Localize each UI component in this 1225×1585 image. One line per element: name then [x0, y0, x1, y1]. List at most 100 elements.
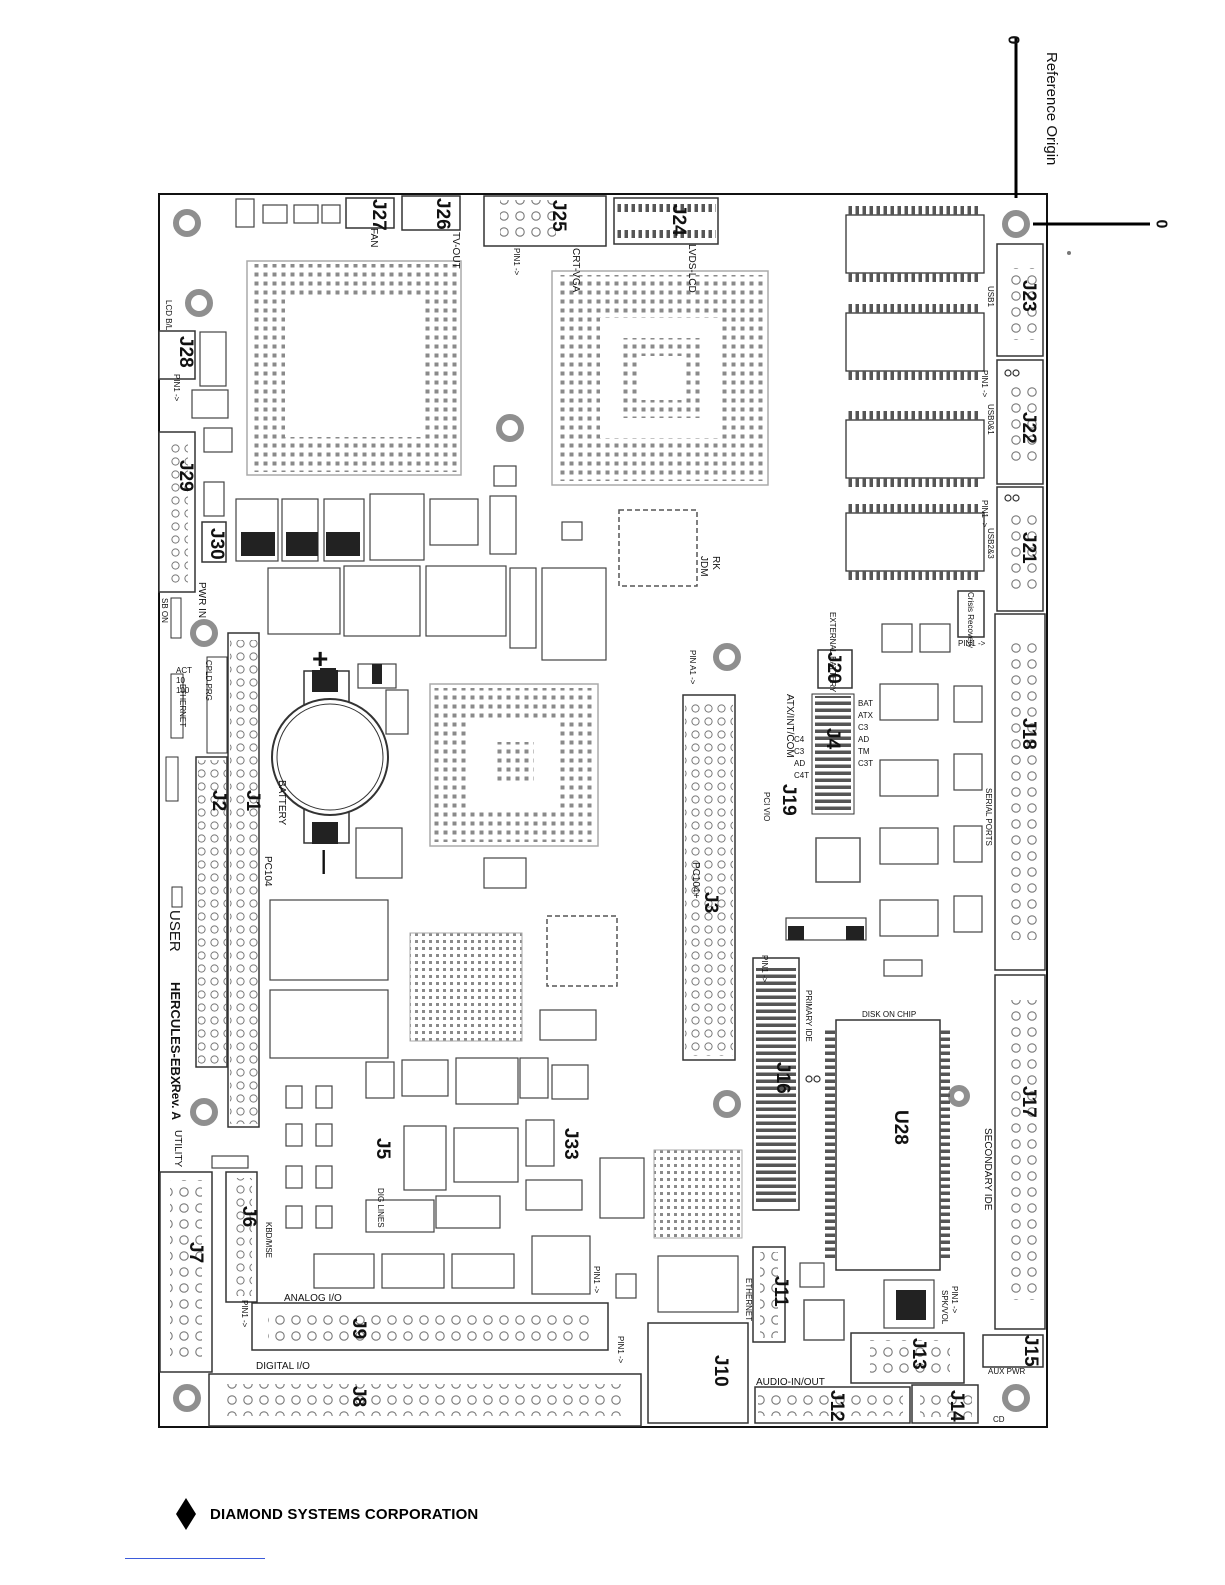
j27-body	[345, 197, 395, 229]
mount-hole	[496, 414, 524, 442]
j27-label: J27	[368, 199, 389, 231]
pin1-marker: PIN1 ->	[958, 639, 986, 648]
j4-atx: ATX	[858, 711, 873, 720]
battery	[271, 670, 389, 844]
dig-lines-label: DIG LINES	[376, 1188, 385, 1228]
j4-tm: TM	[858, 747, 870, 756]
j26-body	[401, 195, 461, 231]
footer-logo: DIAMOND SYSTEMS CORPORATION	[178, 1496, 478, 1532]
reference-dot	[1067, 251, 1071, 255]
diamond-logo-icon	[176, 1498, 196, 1530]
lvds-lcd-label: LVDS-LCD	[686, 244, 697, 293]
ethernet-led-labels: ACT 10 100	[176, 666, 192, 696]
j11-label: J11	[770, 1276, 791, 1307]
j4-c3: C3	[858, 723, 869, 732]
zero-y-label: 0	[1152, 219, 1170, 229]
pin1-marker: PIN1 ->	[592, 1266, 601, 1294]
crt-vga-label: CRT-VGA	[570, 248, 581, 293]
eth-100: 100	[176, 686, 190, 695]
j14-label: J14	[946, 1390, 967, 1422]
usb01-label: USB0&1	[986, 404, 995, 435]
j2-label: J2	[208, 790, 229, 812]
j4-c3t: C3T	[858, 759, 874, 768]
j4-jumper-block	[811, 693, 855, 815]
j3-label: J3	[700, 892, 721, 914]
j4-bat: BAT	[858, 699, 873, 708]
mount-hole	[173, 1384, 201, 1412]
pc104-headers	[195, 632, 736, 1128]
external-battery-label: EXTERNAL BATTERY	[828, 612, 837, 693]
j8-label: J8	[348, 1386, 369, 1408]
serial-ports-label: SERIAL PORTS	[984, 788, 993, 846]
mount-hole	[190, 1098, 218, 1126]
j7-label: J7	[185, 1242, 206, 1264]
j4-right-labels: BAT ATX C3 AD TM C3T	[858, 698, 873, 770]
j1-label: J1	[242, 790, 263, 812]
pin1-marker: PIN1 ->	[980, 370, 989, 398]
j4-c4: C4	[794, 735, 805, 744]
j16-label: J16	[772, 1062, 793, 1094]
j10-body	[647, 1322, 749, 1424]
cd-label: CD	[993, 1415, 1005, 1424]
j25-label: J25	[548, 200, 569, 232]
j30-label: J30	[206, 528, 227, 560]
j20-body	[817, 649, 853, 689]
j28-body	[158, 330, 196, 380]
mount-hole	[190, 619, 218, 647]
aux-pwr-label: AUX PWR	[988, 1367, 1026, 1376]
j6-label: J6	[238, 1206, 259, 1228]
eth-act: ACT	[176, 666, 192, 675]
pin1-marker: PIN1 ->	[172, 374, 181, 402]
j9-label: J9	[348, 1318, 369, 1340]
pin1-marker: PIN1 ->	[240, 1300, 249, 1328]
mount-hole	[713, 643, 741, 671]
tv-out-label: TV-OUT	[450, 232, 461, 269]
mounting-holes	[173, 209, 1030, 1412]
pin1-marker: PIN1 ->	[512, 248, 521, 276]
ethernet-port-label: ETHERNET	[744, 1278, 753, 1322]
sb-on-label: SB ON	[160, 598, 169, 623]
digital-io-label: DIGITAL I/O	[256, 1361, 310, 1372]
mount-hole	[1002, 1384, 1030, 1412]
reference-origin-label: Reference Origin	[1043, 52, 1060, 166]
dark-components	[241, 532, 926, 1320]
analog-io-label: ANALOG I/O	[284, 1293, 342, 1304]
pin1-marker: PIN1 ->	[616, 1336, 625, 1364]
company-name: DIAMOND SYSTEMS CORPORATION	[210, 1505, 479, 1523]
footer-rule	[125, 1558, 265, 1559]
primary-ide-label: PRIMARY IDE	[804, 990, 813, 1042]
leds	[165, 597, 184, 908]
u28-label: U28	[890, 1110, 911, 1145]
pc104-label: PC104	[262, 856, 273, 887]
battery-label: BATTERY	[276, 780, 287, 826]
j22-label: J22	[1018, 412, 1039, 444]
battery-minus-label: —	[311, 850, 338, 874]
cpld-prg-label: CPLD PRG	[204, 660, 213, 701]
j12-label: J12	[826, 1390, 847, 1422]
j4-c4t: C4T	[794, 771, 810, 780]
utility-label: UTILITY	[172, 1130, 183, 1168]
audio-label: AUDIO-IN/OUT	[756, 1377, 825, 1388]
scissors-icon	[805, 369, 1020, 1083]
pin1-marker: PIN1 ->	[760, 955, 769, 983]
j4-label: J4	[822, 728, 843, 750]
j17-label: J17	[1018, 1086, 1039, 1118]
lcd-bl-label: LCD B/L	[164, 300, 173, 331]
j28-label: J28	[175, 336, 196, 368]
mount-hole	[713, 1090, 741, 1118]
pin-a1-label: PIN A1 ->	[688, 650, 697, 685]
j5-label: J5	[372, 1138, 393, 1160]
u28-body	[835, 1019, 941, 1271]
pin1-marker: PIN1 ->	[950, 1286, 959, 1314]
kbd-mse-label: KBD/MSE	[264, 1222, 273, 1259]
j4-ad: AD	[858, 735, 870, 744]
crisis-body	[957, 590, 985, 638]
j13-label: J13	[908, 1338, 929, 1370]
eth-10: 10	[176, 676, 185, 685]
j29-label: J29	[175, 460, 196, 492]
usb1-label: USB1	[986, 286, 995, 307]
j18-label: J18	[1018, 718, 1039, 750]
zero-x-label: 0	[1004, 35, 1022, 45]
j4-left-labels: C4 C3 AD C4T	[794, 734, 809, 782]
